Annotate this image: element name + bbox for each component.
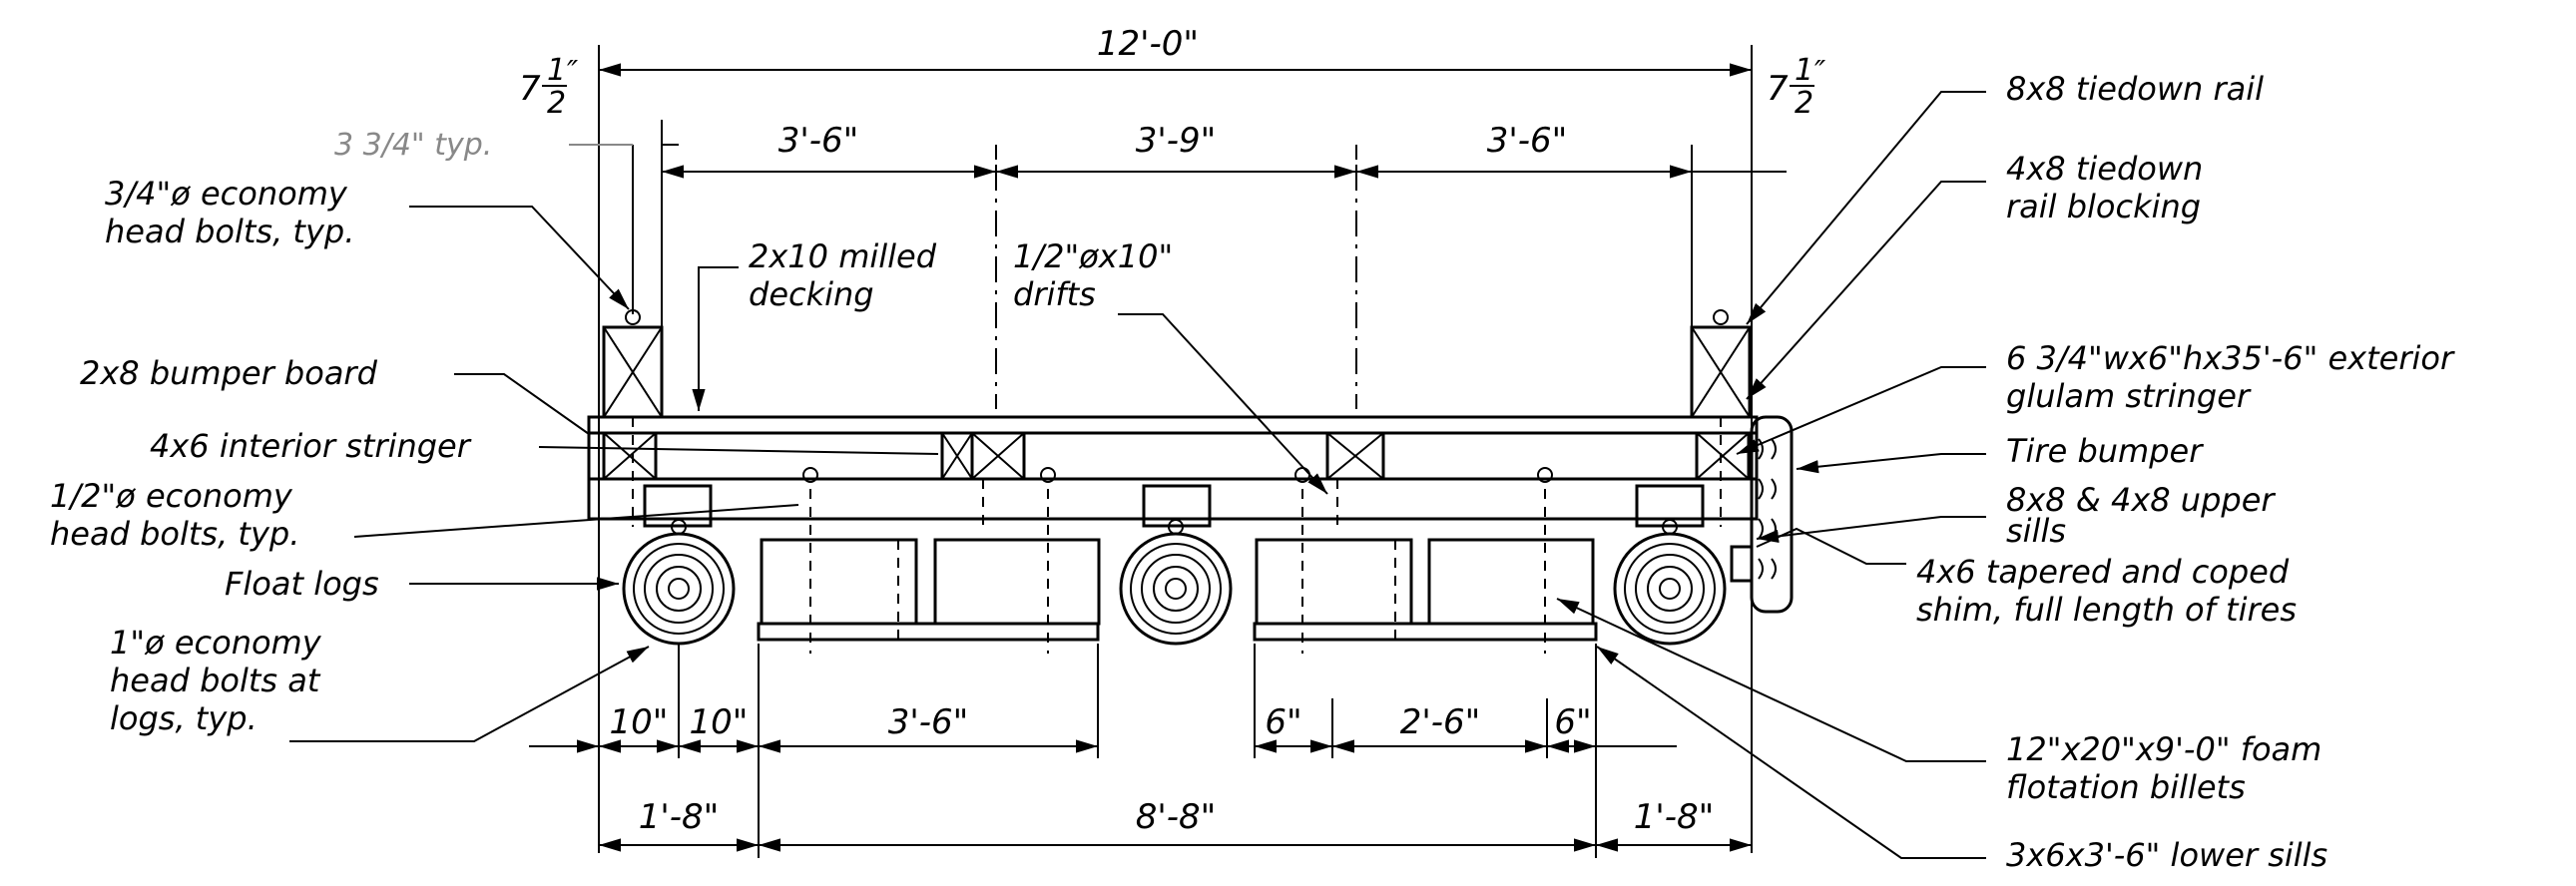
right-edge-dim-whole: 7 [1767,69,1789,109]
bottom-dim-10b: 10" [690,702,749,742]
right-edge-dim-frac-bottom: 2 [1795,86,1813,121]
svg-text:″: ″ [1814,55,1826,90]
float-log-center [1119,532,1233,646]
float-logs-label: Float logs [225,565,379,603]
bracket-plate-left [643,484,713,528]
span-mid-dim: 3'-9" [1136,121,1217,161]
svg-text:″: ″ [567,55,579,90]
lower-sills-label: 3x6x3'-6" lower sills [2006,836,2327,874]
span-left-dim: 3'-6" [778,121,859,161]
upper-sills-label-line2: sills [2006,512,2066,550]
foam-billet-1 [760,538,918,626]
foam-billet-4 [1427,538,1595,626]
bracket-plate-center [1142,484,1212,528]
total-left-dim: 1'-8" [639,797,720,837]
upper-sill-band [587,477,1759,521]
tiedown-rail-label: 8x8 tiedown rail [2006,70,2264,108]
interior-stringer-label: 4x6 interior stringer [150,427,472,465]
one-inch-bolts-label-line3: logs, typ. [110,699,258,737]
drifts-label-line2: drifts [1013,275,1096,313]
bottom-dim-6b: 6" [1554,702,1591,742]
bracket-plate-right [1635,484,1705,528]
interior-stringer-b [970,431,1026,481]
half-inch-bolts-label-line1: 1/2"ø economy [50,477,293,515]
decking-label-line2: decking [749,275,874,313]
shim-label-line1: 4x6 tapered and coped [1916,553,2290,591]
lower-sill-left [757,622,1100,642]
bumper-board-label: 2x8 bumper board [80,354,378,392]
shim-label-line2: shim, full length of tires [1916,591,2297,629]
left-exterior-stringer [602,431,658,481]
half-inch-bolts-label-line2: head bolts, typ. [50,515,299,553]
span-right-dim: 3'-6" [1487,121,1568,161]
float-log-right [1613,532,1727,646]
bottom-dim-10a: 10" [610,702,669,742]
decking-label-line1: 2x10 milled [749,237,937,275]
foam-billet-3 [1255,538,1413,626]
drifts-label-line1: 1/2"øx10" [1013,237,1173,275]
decking [587,415,1759,435]
foam-billets-label-line2: flotation billets [2006,768,2246,806]
upper-sills-label-line1: 8x8 & 4x8 upper [2006,481,2276,519]
total-right-dim: 1'-8" [1634,797,1715,837]
bolts [625,309,1729,535]
bottom-dim-3-6: 3'-6" [888,702,969,742]
glulam-label-line1: 6 3/4"wx6"hx35'-6" exterior [2006,339,2455,377]
one-inch-bolts-label-line2: head bolts at [110,662,321,699]
tire-bumper-label: Tire bumper [2006,432,2204,470]
total-mid-dim: 8'-8" [1136,797,1217,837]
typ-offset-dim: 3 3/4" typ. [334,128,492,163]
bottom-dim-2-6: 2'-6" [1400,702,1481,742]
bottom-dim-6a: 6" [1265,702,1301,742]
interior-stringer-c [1325,431,1385,481]
tire-bumper [1750,415,1794,614]
tapered-shim [1730,545,1754,583]
one-inch-bolts-label-line1: 1"ø economy [110,624,322,662]
rail-blocking-label-line1: 4x8 tiedown [2006,150,2203,188]
economy-bolts-label-line2: head bolts, typ. [105,213,354,250]
dimensions: 12'-0" 7 1 2 ″ 7 1 2 ″ 3 3/4" typ. 3'-6"… [334,24,1826,858]
lower-sill-right [1253,622,1598,642]
foam-billets-label-line1: 12"x20"x9'-0" foam [2006,730,2321,768]
rail-blocking-label-line2: rail blocking [2006,188,2201,225]
foam-billet-2 [933,538,1101,626]
callouts: 3/4"ø economy head bolts, typ. 2x10 mill… [50,70,2455,874]
overall-width-dim: 12'-0" [1097,24,1199,64]
left-edge-dim-whole: 7 [519,69,541,109]
stringer-band [587,431,1759,481]
right-exterior-stringer [1695,431,1751,481]
float-log-left [622,532,736,646]
glulam-label-line2: glulam stringer [2006,377,2252,415]
left-edge-dim-frac-top: 1 [547,53,566,88]
left-edge-dim-frac-bottom: 2 [547,86,566,121]
structure [587,45,1794,853]
economy-bolts-label-line1: 3/4"ø economy [105,175,348,213]
right-edge-dim-frac-top: 1 [1795,53,1813,88]
